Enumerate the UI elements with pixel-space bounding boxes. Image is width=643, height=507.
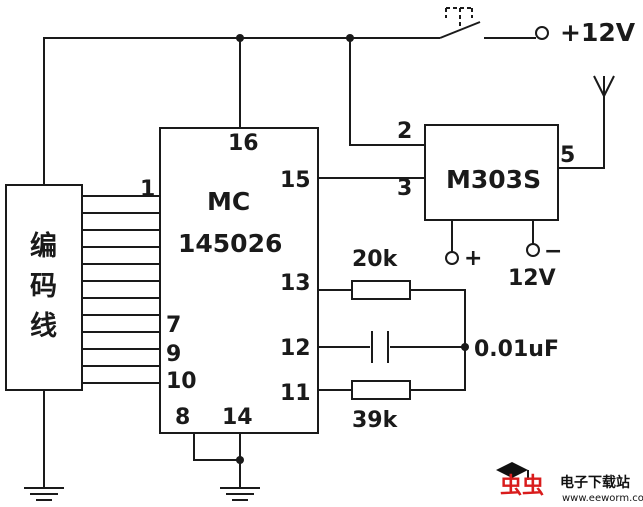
antenna-icon: [593, 75, 615, 97]
ic-name-line2: 145026: [178, 229, 282, 258]
plus-label: +: [464, 246, 482, 271]
ic-pin-10: 10: [166, 369, 197, 394]
resistor-39k: [351, 380, 411, 400]
junction-dot: [236, 34, 244, 42]
capacitor-symbol: [371, 331, 389, 363]
encoder-char: 线: [30, 311, 57, 342]
ic-pin-16: 16: [228, 131, 259, 156]
ground-symbol: [220, 487, 260, 501]
watermark-name: 电子下载站: [560, 474, 630, 491]
capacitor-label: 0.01uF: [474, 337, 559, 362]
junction-dot: [236, 456, 244, 464]
ic-pin-13: 13: [280, 271, 311, 296]
module-voltage: 12V: [508, 266, 556, 291]
ic-pin-1: 1: [140, 177, 155, 202]
minus-label: −: [544, 239, 562, 264]
module-m303s: M303S 2 3 5 + − 12V: [397, 75, 615, 291]
push-switch: +12V: [439, 7, 636, 47]
resistor-39k-label: 39k: [352, 408, 399, 433]
ic-pin-8: 8: [175, 405, 190, 430]
rc-network: 20k 0.01uF 39k: [318, 247, 559, 433]
ground-symbol: [24, 487, 64, 501]
ic-pin-9: 9: [166, 342, 181, 367]
supply-terminal: [535, 26, 549, 40]
watermark: 虫虫 电子下载站 www.eeworm.com: [496, 462, 643, 504]
supply-label: +12V: [560, 18, 636, 47]
module-pin-3: 3: [397, 176, 412, 201]
module-name: M303S: [446, 165, 541, 194]
ic-pin-15: 15: [280, 168, 311, 193]
ic-name-line1: MC: [207, 187, 250, 216]
module-pin-5: 5: [560, 143, 575, 168]
junction-dot: [461, 343, 469, 351]
ic-pin-14: 14: [222, 405, 253, 430]
watermark-url: www.eeworm.com: [562, 493, 643, 504]
plus-terminal: [445, 251, 459, 265]
encoder-char: 编: [30, 230, 57, 262]
mortarboard-icon: [496, 462, 528, 478]
encoder-bus: [82, 195, 160, 384]
ic-pin-7: 7: [166, 313, 181, 338]
encoder-char: 码: [30, 271, 57, 302]
ic-pin-11: 11: [280, 381, 311, 406]
module-pin-2: 2: [397, 119, 412, 144]
minus-terminal: [526, 243, 540, 257]
resistor-20k: [351, 280, 411, 300]
encoder-block: 编 码 线: [5, 184, 83, 501]
supply-rail: [43, 34, 440, 185]
resistor-20k-label: 20k: [352, 247, 399, 272]
ic-mc145026: MC 145026 16 15 13 12 11 1 7 9 10 8 14: [140, 127, 319, 434]
ic-ground-wiring: [193, 433, 260, 501]
junction-dot: [346, 34, 354, 42]
ic-pin-12: 12: [280, 336, 311, 361]
watermark-logo: 虫虫: [500, 473, 544, 499]
